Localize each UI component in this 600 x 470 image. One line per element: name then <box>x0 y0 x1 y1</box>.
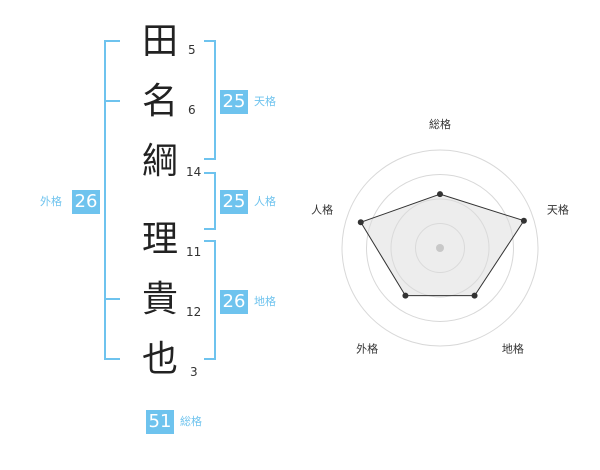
radar-ring <box>366 174 514 322</box>
jinkaku-label: 人格 <box>254 195 276 208</box>
name-char-5: 貴 <box>141 279 178 320</box>
jinkaku-bracket <box>214 172 216 230</box>
tenkaku-bracket-tick <box>204 158 216 160</box>
name-char-1: 田 <box>141 21 178 62</box>
jinkaku-bracket-tick <box>204 228 216 230</box>
radar-center-dot <box>436 244 444 252</box>
soukaku-label: 総格 <box>180 415 202 428</box>
tenkaku-bracket-tick <box>204 40 216 42</box>
stroke-count-5: 12 <box>186 305 202 319</box>
name-char-3: 綱 <box>141 141 178 182</box>
stroke-count-1: 5 <box>188 43 196 57</box>
radar-point <box>471 292 478 299</box>
stroke-count-4: 11 <box>186 245 202 259</box>
radar-axis-label: 外格 <box>356 341 378 355</box>
tenkaku-bracket <box>214 40 216 160</box>
chikaku-label: 地格 <box>254 295 276 308</box>
radar-axis-label: 人格 <box>311 203 333 217</box>
gaikaku-bracket-tick <box>104 358 120 360</box>
name-char-6: 也 <box>141 339 178 380</box>
stroke-count-3: 14 <box>186 165 202 179</box>
radar-axis-label: 総格 <box>429 117 451 131</box>
jinkaku-badge: 25 <box>220 190 248 214</box>
jinkaku-bracket-tick <box>204 172 216 174</box>
tenkaku-label: 天格 <box>254 95 276 108</box>
gaikaku-bracket <box>104 40 106 360</box>
gaikaku-bracket-tick <box>104 298 120 300</box>
radar-point <box>357 219 364 226</box>
radar-ring <box>341 149 539 347</box>
chikaku-bracket <box>214 240 216 360</box>
stroke-count-6: 3 <box>190 365 198 379</box>
radar-point <box>402 292 409 299</box>
radar-point <box>437 191 443 198</box>
gaikaku-bracket-tick <box>104 100 120 102</box>
chikaku-bracket-tick <box>204 358 216 360</box>
radar-axis-label: 地格 <box>502 341 524 355</box>
soukaku-badge: 51 <box>146 410 174 434</box>
stroke-count-2: 6 <box>188 103 196 117</box>
gaikaku-label: 外格 <box>40 195 62 208</box>
radar-point <box>520 217 527 224</box>
gaikaku-bracket-tick <box>104 40 120 42</box>
radar-axis-label: 天格 <box>547 203 569 217</box>
chikaku-badge: 26 <box>220 290 248 314</box>
gaikaku-badge: 26 <box>72 190 100 214</box>
name-char-4: 理 <box>141 219 178 260</box>
chikaku-bracket-tick <box>204 240 216 242</box>
name-char-2: 名 <box>141 81 178 122</box>
tenkaku-badge: 25 <box>220 90 248 114</box>
